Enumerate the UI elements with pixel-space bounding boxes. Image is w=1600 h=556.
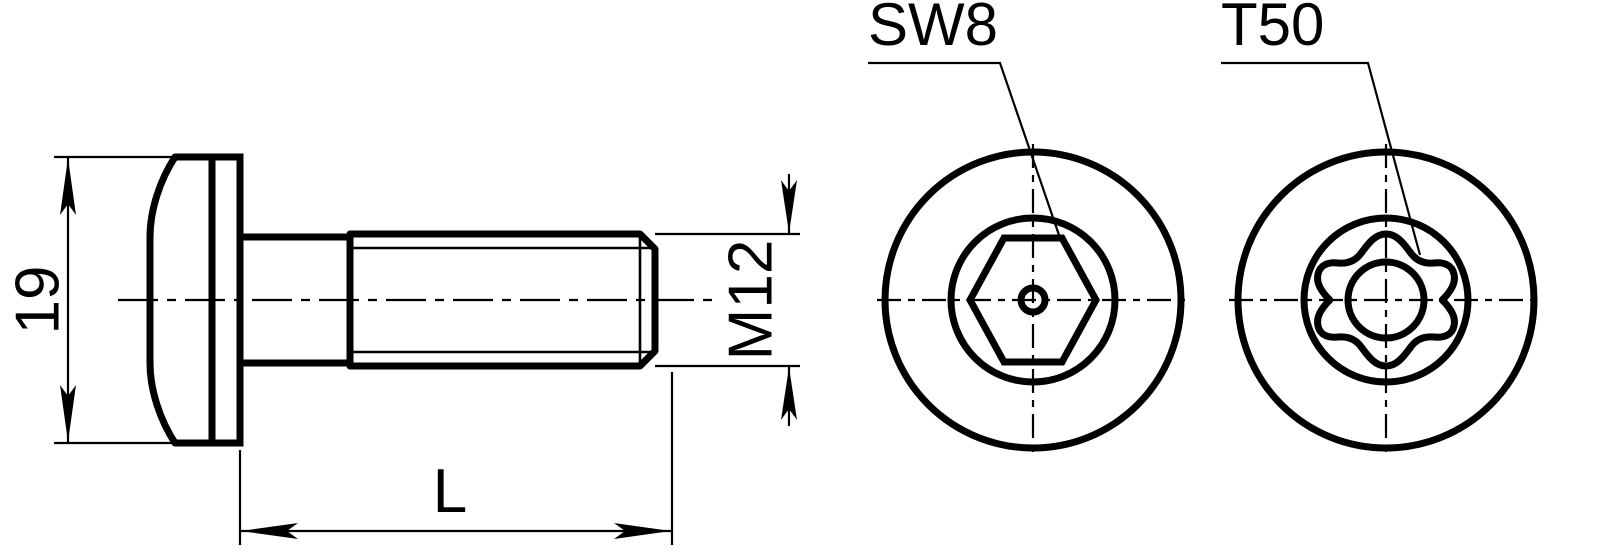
pilot-hole-circle <box>1017 284 1049 316</box>
arrowhead-right <box>614 523 671 539</box>
dimension-label-M12: M12 <box>716 240 785 361</box>
dimension-label-19: 19 <box>3 266 72 335</box>
head-inner-circle <box>1300 214 1472 386</box>
torx-head-view: T50 <box>1221 0 1542 457</box>
torx-center-circle <box>1344 258 1428 342</box>
hex-socket-head-view: SW8 <box>868 0 1190 457</box>
head-dome-profile <box>146 153 216 447</box>
torx-socket-outline <box>1314 230 1458 370</box>
hex-socket-outline <box>966 234 1100 366</box>
screw-head-outline <box>146 153 244 447</box>
head-outer-circle <box>881 148 1185 452</box>
head-inner-circle <box>947 214 1119 386</box>
callout-hex-socket: SW8 <box>868 0 1062 239</box>
arrowhead-top <box>781 180 797 233</box>
dimension-label-L: L <box>433 457 467 526</box>
arrowhead-top <box>60 158 76 215</box>
leader-line <box>868 61 1062 239</box>
dimension-thread-size: M12 <box>655 174 800 426</box>
thread-minor-lines <box>352 246 653 354</box>
leader-line <box>1221 61 1422 256</box>
arrowhead-left <box>241 523 298 539</box>
callout-label-t50: T50 <box>1221 0 1324 58</box>
head-outer-circle <box>1234 148 1538 452</box>
dimension-head-diameter: 19 <box>3 155 205 445</box>
arrowhead-bottom <box>781 367 797 420</box>
head-flange-block <box>208 153 244 447</box>
arrowhead-bottom <box>60 385 76 442</box>
shank-plain-outline <box>240 233 350 367</box>
callout-label-sw8: SW8 <box>868 0 998 58</box>
callout-torx: T50 <box>1221 0 1422 256</box>
dimension-length: L <box>238 372 674 545</box>
side-elevation-view: 19 L M12 <box>3 153 800 545</box>
